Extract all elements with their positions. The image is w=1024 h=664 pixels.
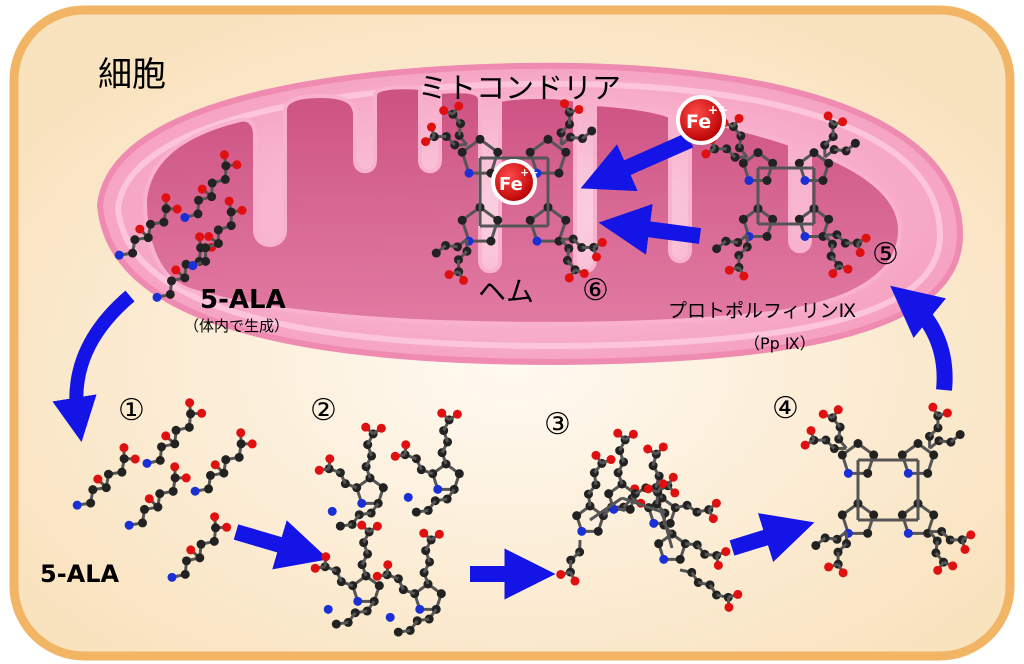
porphobilinogen-molecule — [310, 520, 384, 629]
ala-molecule — [190, 428, 257, 496]
ala-outer-label: 5-ALA — [40, 560, 120, 588]
fe-symbol: Fe — [499, 174, 523, 195]
arrows — [52, 132, 953, 600]
ppix-sublabel: （Pp Ⅸ） — [744, 334, 816, 353]
step-6-marker: ⑥ — [582, 273, 609, 308]
ala-molecule — [188, 196, 247, 271]
step-1-marker: ① — [118, 393, 145, 428]
fe-ion-free: Fe ++ — [676, 95, 728, 145]
uroporphyrinogen-molecule — [800, 402, 976, 578]
tetrapyrrole-linear-molecule — [556, 428, 743, 612]
ala-inner-sublabel: （体内で生成） — [184, 317, 289, 335]
mitochondria-label: ミトコンドリア — [418, 71, 621, 105]
arrow-ppix-to-heme — [598, 203, 702, 255]
porphobilinogen-molecule — [372, 528, 446, 637]
molecules — [72, 99, 976, 637]
ala-molecule — [72, 443, 140, 510]
arrow-step4-to-5 — [890, 285, 953, 391]
porphobilinogen-molecule — [390, 408, 464, 517]
ala-molecule — [142, 398, 207, 468]
ala-molecule — [114, 193, 182, 260]
fe-ion-heme: Fe ++ — [491, 159, 538, 205]
fe-charge: ++ — [708, 103, 728, 117]
heme-label: ヘム — [478, 275, 534, 308]
arrow-ala-to-cytosol — [52, 290, 135, 443]
cell-label: 細胞 — [98, 55, 166, 95]
arrow-fe-to-heme — [580, 132, 694, 192]
step-2-marker: ② — [310, 393, 337, 428]
ppix-label: プロトポルフィリンⅨ — [668, 300, 856, 322]
fe-charge: ++ — [520, 166, 538, 179]
step-5-marker: ⑤ — [872, 237, 899, 272]
arrow-step3-to-4 — [729, 513, 815, 563]
step-3-marker: ③ — [544, 407, 571, 442]
heme-molecule — [421, 99, 607, 285]
ala-molecule — [124, 462, 191, 530]
ala-inner-label: 5-ALA — [200, 285, 286, 315]
arrow-step1-to-2 — [233, 520, 329, 570]
step-4-marker: ④ — [772, 391, 799, 426]
fe-symbol: Fe — [686, 111, 711, 133]
ala-molecule — [167, 512, 232, 582]
porphobilinogen-molecule — [314, 422, 388, 531]
ala-molecule — [180, 150, 242, 223]
